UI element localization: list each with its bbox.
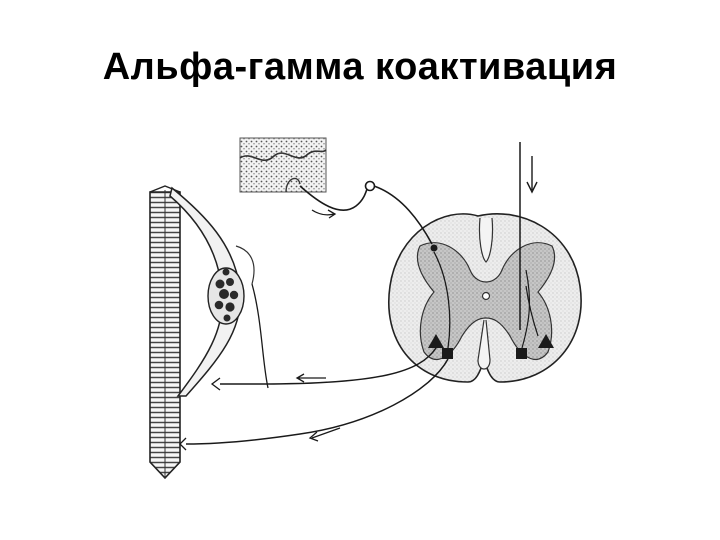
alpha-motor-neuron [428,334,444,348]
muscle-spindle [169,186,255,397]
sensory-neuron [251,180,438,389]
dorsal-root-ganglion-cell [364,180,376,192]
direction-arrows [295,209,341,442]
arrow-left-icon [308,427,341,442]
spinal-cord-cross-section [388,212,582,383]
motor-neurons-right [516,269,554,359]
descending-pathway [519,142,538,330]
arrow-left-icon [295,373,326,383]
motor-neurons-left [179,251,453,451]
skin-patch [239,137,327,193]
central-canal [481,291,491,301]
muscle-fiber [149,185,181,480]
arrow-down-icon [526,181,538,194]
arrow-right-icon [311,209,337,219]
spindle-nuclei [214,268,239,322]
slide-title: Альфа-гамма коактивация [102,46,618,88]
gamma-motor-neuron [442,348,453,359]
